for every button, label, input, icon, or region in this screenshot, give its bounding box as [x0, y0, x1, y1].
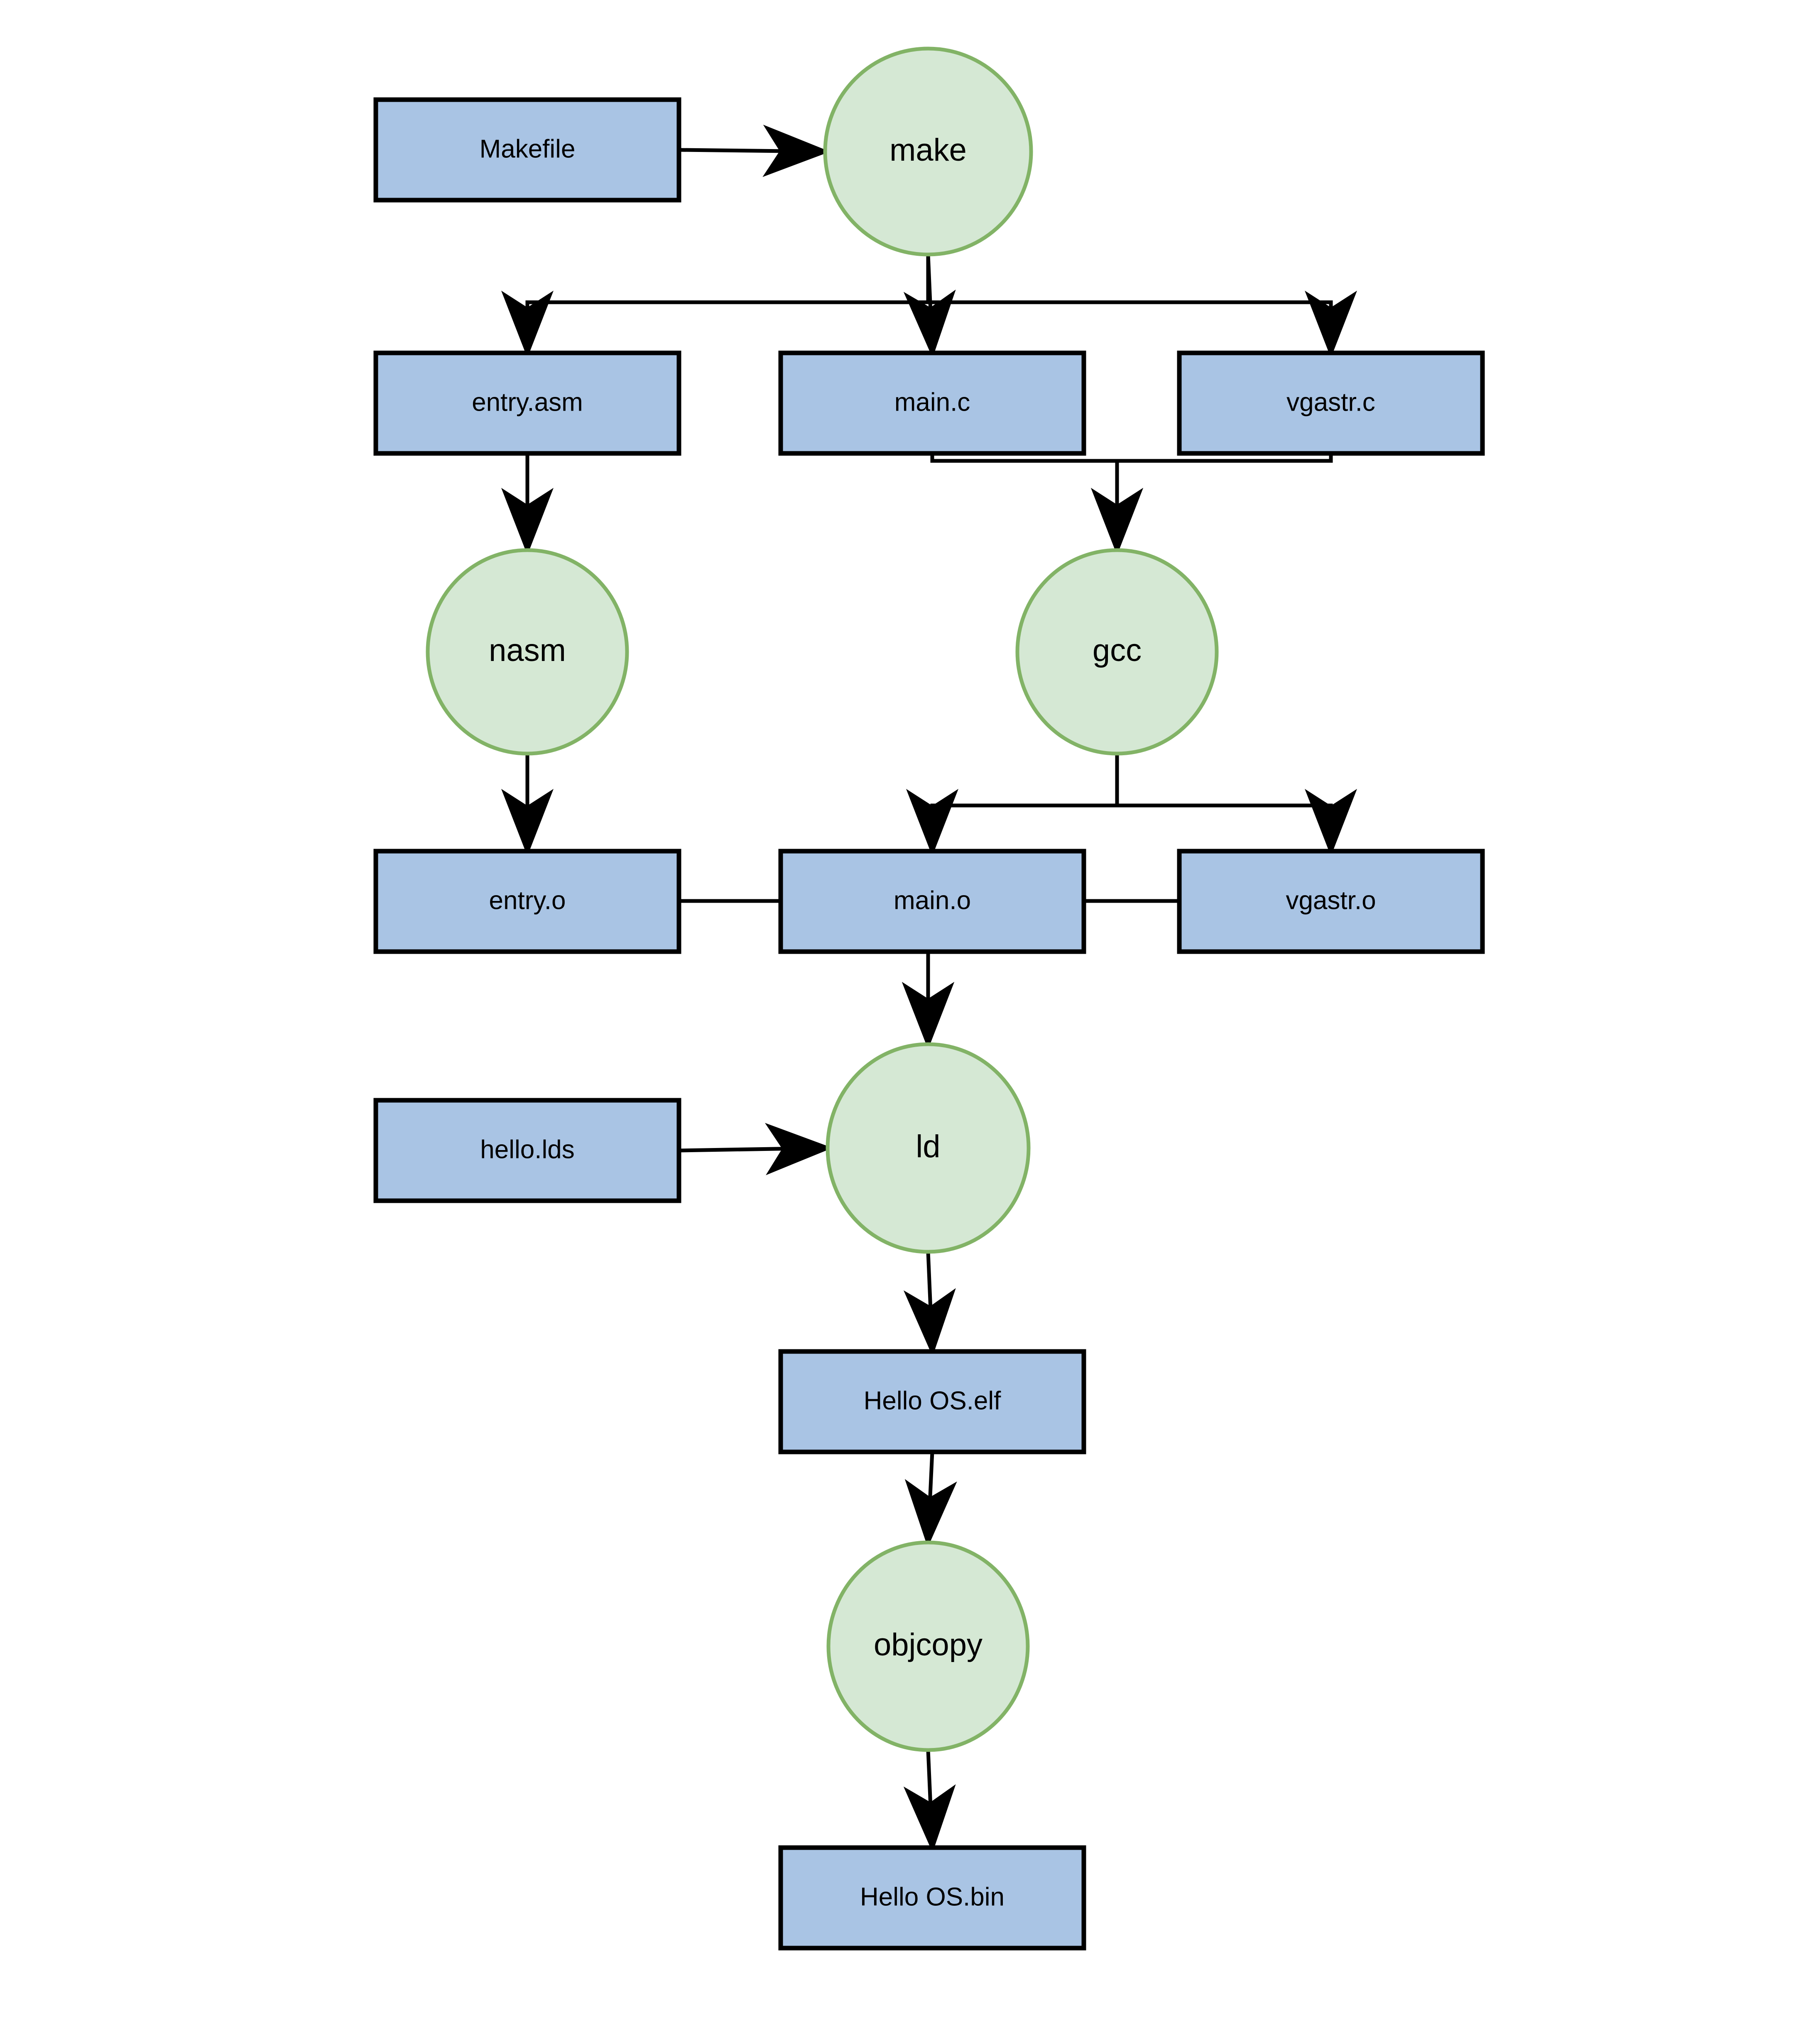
node-nasm[interactable]: nasm [426, 548, 629, 756]
file-box-vgastro[interactable] [1177, 849, 1485, 954]
file-box-maino[interactable] [778, 849, 1086, 954]
edge-make-to-entryasm [501, 255, 930, 358]
node-gcc[interactable]: gcc [1015, 548, 1219, 756]
node-bin[interactable]: Hello OS.bin [778, 1845, 1086, 1951]
edge-hellolds-to-ld [679, 1123, 833, 1175]
edge-objcopy-to-bin [903, 1750, 956, 1853]
node-elf[interactable]: Hello OS.elf [778, 1349, 1086, 1454]
node-mainc[interactable]: main.c [778, 350, 1086, 456]
node-hellolds[interactable]: hello.lds [373, 1098, 681, 1203]
edge-gcc-to-vgastro [1115, 754, 1357, 856]
node-label-entryo: entry.o [489, 886, 566, 915]
node-label-objcopy: objcopy [874, 1627, 983, 1662]
file-box-hellolds[interactable] [373, 1098, 681, 1203]
edge-mainc-to-gcc [930, 453, 1143, 555]
node-objcopy[interactable]: objcopy [826, 1540, 1030, 1752]
node-entryo[interactable]: entry.o [373, 849, 681, 954]
node-ld[interactable]: ld [826, 1042, 1031, 1254]
node-vgastrc[interactable]: vgastr.c [1177, 350, 1485, 456]
file-box-makefile[interactable] [373, 97, 681, 203]
node-label-make: make [889, 132, 967, 168]
edge-vgastrc-to-gcc [1091, 453, 1333, 555]
node-maino[interactable]: main.o [778, 849, 1086, 954]
file-box-vgastrc[interactable] [1177, 350, 1485, 456]
node-label-ld: ld [916, 1129, 940, 1164]
node-makefile[interactable]: Makefile [373, 97, 681, 203]
node-entryasm[interactable]: entry.asm [373, 350, 681, 456]
node-label-nasm: nasm [489, 633, 566, 668]
node-make[interactable]: make [823, 47, 1033, 257]
file-box-mainc[interactable] [778, 350, 1086, 456]
node-label-hellolds: hello.lds [480, 1135, 574, 1164]
node-label-vgastro: vgastr.o [1286, 886, 1376, 915]
tool-circle-gcc[interactable] [1015, 548, 1219, 756]
edge-make-to-vgastrc [926, 255, 1357, 358]
file-box-entryo[interactable] [373, 849, 681, 954]
file-box-elf[interactable] [778, 1349, 1086, 1454]
node-label-makefile: Makefile [480, 135, 576, 163]
node-label-vgastrc: vgastr.c [1286, 388, 1375, 416]
edge-ld-to-elf [903, 1251, 956, 1356]
edge-makefile-to-make [679, 125, 830, 177]
node-vgastro[interactable]: vgastr.o [1177, 849, 1485, 954]
node-label-gcc: gcc [1093, 633, 1142, 668]
node-label-maino: main.o [894, 886, 971, 915]
node-label-mainc: main.c [894, 388, 970, 416]
tool-circle-ld[interactable] [826, 1042, 1031, 1254]
edge-gcc-to-maino [906, 754, 1119, 856]
node-label-bin: Hello OS.bin [860, 1882, 1005, 1911]
edge-elf-to-objcopy [904, 1452, 957, 1547]
node-layer: Makefile make entry.asm main.c vgastr.c nasm g… [373, 47, 1485, 1951]
file-box-entryasm[interactable] [373, 350, 681, 456]
tool-circle-objcopy[interactable] [826, 1540, 1030, 1752]
file-box-bin[interactable] [778, 1845, 1086, 1951]
node-label-elf: Hello OS.elf [864, 1386, 1002, 1415]
tool-circle-nasm[interactable] [426, 548, 629, 756]
tool-circle-make[interactable] [823, 47, 1033, 257]
node-label-entryasm: entry.asm [472, 388, 583, 416]
